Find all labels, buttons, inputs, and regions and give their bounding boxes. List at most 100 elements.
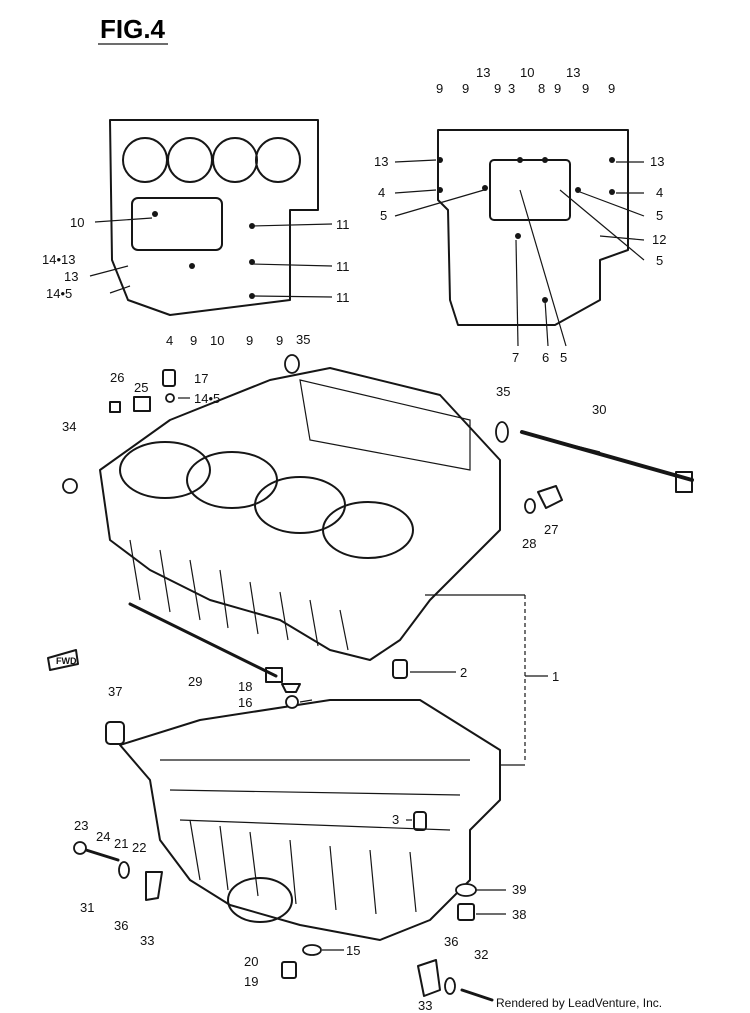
callout-37: 36: [114, 918, 128, 933]
callout-6: 6: [542, 350, 549, 365]
inset-right-bolt-13r: [609, 157, 615, 163]
upper-case-bore-2: [186, 451, 278, 509]
figure-title: FIG.4: [98, 14, 168, 45]
figure-title-text: FIG.4: [100, 14, 166, 44]
bolt-30: [128, 602, 278, 678]
upper-case-bore-3: [254, 476, 346, 534]
grommet-38: [105, 721, 125, 745]
plug-28: [537, 485, 563, 509]
oring-16: [302, 944, 322, 956]
callout-9: 9: [462, 81, 469, 96]
upper-case-top-deck: [299, 379, 471, 471]
small-parts: [47, 354, 694, 1002]
inset-right-bolt-4r: [609, 189, 615, 195]
inset-left-bolt-d: [189, 263, 195, 269]
callout-5: 5: [560, 350, 567, 365]
callout-14-13: 14•13: [42, 252, 75, 267]
callout-23: 22: [132, 840, 146, 855]
inset-right-center-cover: [489, 159, 571, 221]
callout-9: 9: [190, 333, 197, 348]
callout-12: 12: [652, 232, 666, 247]
callout-5: 5: [380, 208, 387, 223]
inset-left-case: [109, 119, 319, 316]
inset-right-bolt-7: [515, 233, 521, 239]
callout-19: 18: [238, 679, 252, 694]
callout-26: 25: [134, 380, 148, 395]
callout-20: 19: [244, 974, 258, 989]
upper-case-fins: [129, 539, 349, 651]
callout-5: 5: [656, 253, 663, 268]
callout-31: 30: [592, 402, 606, 417]
callout-35: 34: [62, 419, 76, 434]
washer-36b: [284, 354, 300, 374]
callout-37: 36: [444, 934, 458, 949]
inset-left-bore-3: [212, 137, 258, 183]
callout-38: 37: [108, 684, 122, 699]
callout-5: 5: [656, 208, 663, 223]
washer-37b: [444, 977, 456, 995]
callout-14-5: 14•5: [46, 286, 72, 301]
inset-right-bolt-8: [542, 157, 548, 163]
bolt-24-head: [73, 841, 87, 855]
bracket-34a: [145, 871, 163, 901]
washer-40: [455, 883, 477, 897]
plug-20: [281, 961, 297, 979]
bolt-27: [109, 401, 121, 413]
callout-29: 28: [522, 536, 536, 551]
lower-case-outline: [119, 699, 501, 941]
inset-left-bore-1: [122, 137, 168, 183]
callout-3: 3: [392, 812, 399, 827]
callout-36: 35: [296, 332, 310, 347]
callout-13: 13: [566, 65, 580, 80]
fwd-arrow-label: FWD: [56, 656, 77, 666]
upper-case-outline: [99, 367, 501, 661]
fwd-arrow-shape: [47, 649, 79, 671]
inset-left-bolt-e: [152, 211, 158, 217]
washer-29: [524, 498, 536, 514]
callout-9: 9: [608, 81, 615, 96]
callout-4: 4: [378, 185, 385, 200]
bolt-33: [460, 988, 494, 1002]
plug-35: [62, 478, 78, 494]
inset-right-bolt-13l: [437, 157, 443, 163]
stud-31-head: [675, 471, 693, 493]
upper-crankcase: [99, 367, 501, 661]
callout-13: 13: [64, 269, 78, 284]
oring-15: [165, 393, 175, 403]
callout-32: 31: [80, 900, 94, 915]
lower-case-ribs: [160, 759, 470, 831]
callout-9: 9: [554, 81, 561, 96]
callout-39: 38: [512, 907, 526, 922]
callout-4: 4: [656, 185, 663, 200]
callout-28: 27: [544, 522, 558, 537]
callout-27: 26: [110, 370, 124, 385]
dowel-3: [413, 811, 427, 831]
callout-9: 9: [276, 333, 283, 348]
lower-case-oil-pan-boss: [227, 877, 293, 923]
inset-right-bolt-10: [517, 157, 523, 163]
callout-10: 10: [520, 65, 534, 80]
fitting-18: [162, 369, 176, 387]
inset-left-outline: [109, 119, 319, 316]
callout-17: 16: [238, 695, 252, 710]
inset-left-bore-4: [255, 137, 301, 183]
callout-21: 20: [244, 954, 258, 969]
callout-7: 7: [512, 350, 519, 365]
callout-40: 39: [512, 882, 526, 897]
callout-9: 9: [246, 333, 253, 348]
callout-22: 21: [114, 836, 128, 851]
callout-8: 8: [538, 81, 545, 96]
callout-16: 15: [346, 943, 360, 958]
plug-39: [457, 903, 475, 921]
upper-case-bore-4: [322, 501, 414, 559]
callout-9: 9: [582, 81, 589, 96]
washer-36a: [495, 421, 509, 443]
callout-9: 9: [436, 81, 443, 96]
callout-11: 11: [336, 259, 350, 274]
bracket-34b: [417, 959, 441, 997]
callout-3: 3: [508, 81, 515, 96]
oring-17: [285, 695, 299, 709]
upper-case-bore-1: [119, 441, 211, 499]
plug-19: [281, 683, 301, 693]
